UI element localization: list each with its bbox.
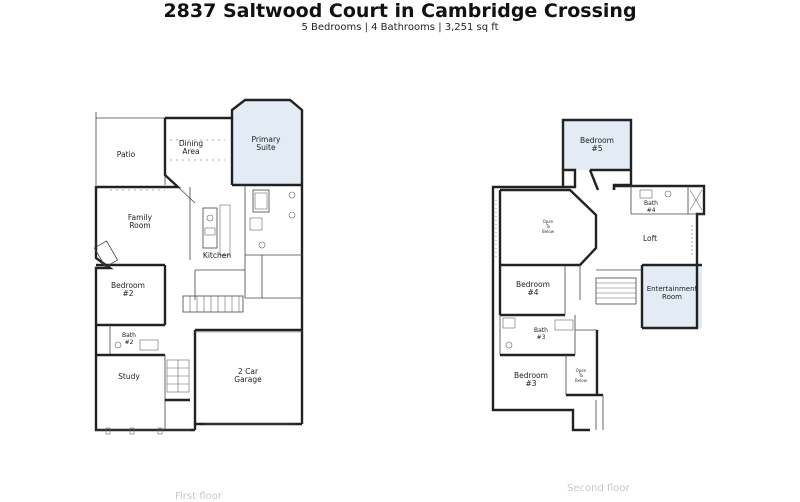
label-open-to-below-below: Below [542,229,555,234]
room-label-bath-4-num: #4 [647,207,656,214]
first-floor-plan: Patio Dining Area Primary Suite Family R… [93,98,304,435]
room-label-dining-area: Area [182,147,199,156]
page-title: 2837 Saltwood Court in Cambridge Crossin… [163,0,637,22]
room-label-family-room: Room [129,221,150,230]
room-label-bedroom-3-num: #3 [525,379,536,388]
label-open-to-below: Open [543,219,554,224]
room-label-bath-2-num: #2 [125,339,134,346]
second-floor-stairs [595,277,637,305]
room-label-dining: Dining [179,139,203,148]
room-label-bedroom-2: Bedroom [111,281,145,290]
kitchen-island [202,207,218,249]
fireplace [93,240,119,268]
room-label-family: Family [128,213,153,222]
label-open-to-below-2: Open [576,368,587,373]
room-label-bedroom-3: Bedroom [514,371,548,380]
open-to-below-wall [500,188,598,267]
room-label-bedroom-4: Bedroom [516,280,550,289]
room-label-primary-suite: Suite [256,143,276,152]
first-floor-caption: First floor [175,491,222,502]
room-label-bath-3: Bath [534,327,548,334]
room-label-primary: Primary [252,135,282,144]
room-label-entertainment: Entertainment [647,285,698,293]
room-label-bath-4: Bath [644,200,658,207]
room-label-bedroom-2-num: #2 [122,289,133,298]
room-label-bath-3-num: #3 [537,334,546,341]
room-label-bedroom-4-num: #4 [527,288,538,297]
room-label-loft: Loft [643,234,657,243]
room-label-patio: Patio [117,150,136,159]
room-label-kitchen: Kitchen [203,251,231,260]
second-floor-plan: Bedroom #5 Bath #4 Open To Below Loft Be… [491,118,706,432]
room-label-bedroom-5-num: #5 [591,144,602,153]
room-label-bedroom-5: Bedroom [580,136,614,145]
room-label-bath-2: Bath [122,332,136,339]
primary-suite-highlight [232,100,302,185]
bedroom-5-highlight [563,120,631,170]
first-floor-stairs [182,295,244,313]
entertainment-room-highlight [642,265,702,328]
room-label-garage: Garage [234,375,262,384]
label-open-to-below-to: To [545,224,551,229]
label-open-to-below-2-below: Below [575,378,588,383]
room-label-garage-size: 2 Car [238,367,259,376]
page-subtitle: 5 Bedrooms | 4 Bathrooms | 3,251 sq ft [301,22,499,33]
room-label-study: Study [118,372,140,381]
second-floor-caption: Second floor [567,483,630,494]
label-open-to-below-2-to: To [578,373,584,378]
room-label-entertainment-room: Room [662,293,682,301]
